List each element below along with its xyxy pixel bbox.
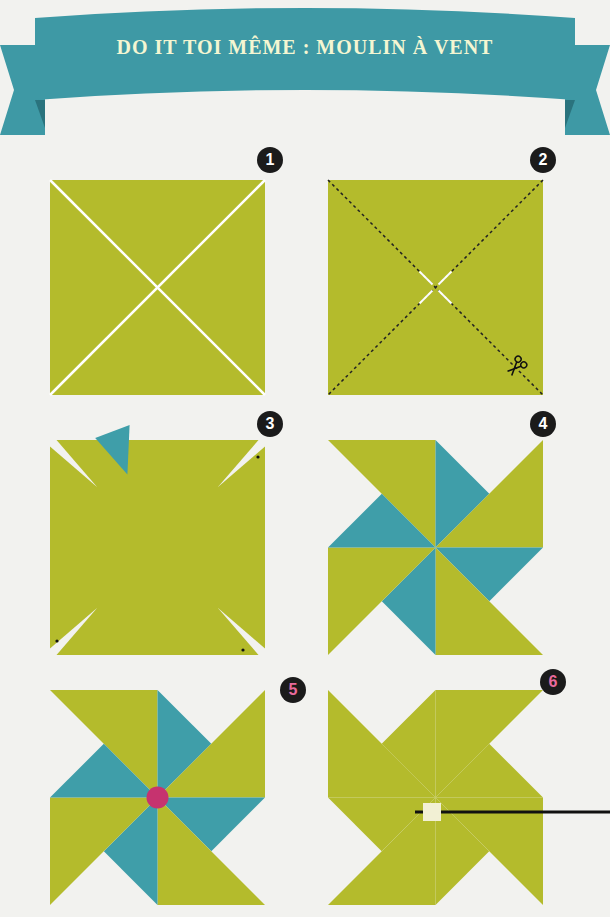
callout-badge: 2 <box>530 147 556 173</box>
callout-badge: 1 <box>257 147 283 173</box>
step-partial-cut <box>47 425 269 659</box>
stick-pin <box>423 803 441 821</box>
scissors-blade <box>508 362 521 375</box>
step-cut <box>328 180 543 395</box>
scissors-blade <box>508 362 521 375</box>
callout-badge: 3 <box>257 411 283 437</box>
callout-number: 1 <box>266 152 275 168</box>
callout-badge: 4 <box>530 411 556 437</box>
scissors-loop <box>514 355 522 363</box>
banner-band <box>35 8 575 100</box>
center-mark <box>420 272 433 285</box>
pinwheel-blade <box>328 690 436 798</box>
cut-slit <box>47 437 98 488</box>
callout-number: 5 <box>289 682 298 698</box>
scissors-loop <box>520 361 528 369</box>
pin-dot <box>256 455 259 458</box>
pinwheel-flap <box>328 494 436 548</box>
pinwheel-blade <box>436 798 544 906</box>
banner-fold <box>35 100 45 128</box>
cut-slit <box>218 608 269 659</box>
pinwheel-blade <box>328 440 436 548</box>
step-back-stick <box>328 690 610 905</box>
pinwheel-blade <box>50 798 158 906</box>
title-text: DO IT TOI MÊME : MOULIN À VENT <box>35 36 575 59</box>
callout-badge: 6 <box>540 669 566 695</box>
pinwheel-blade <box>436 440 544 548</box>
pinwheel-blade <box>50 690 158 798</box>
pinwheel-blade <box>158 690 266 798</box>
paper-square <box>328 180 543 395</box>
pinwheel-blade <box>436 690 544 798</box>
step-fold <box>50 180 265 395</box>
pinwheel-blade <box>328 548 436 656</box>
pinwheel-flap <box>50 744 158 798</box>
pinwheel-blade <box>328 798 436 906</box>
callout-number: 6 <box>549 674 558 690</box>
pin-dot <box>55 639 58 642</box>
center-pin <box>147 787 169 809</box>
fold-line <box>50 180 265 395</box>
folded-corner <box>95 425 129 475</box>
callout-number: 4 <box>539 416 548 432</box>
cut-line <box>328 180 543 395</box>
step-fold-corners <box>328 440 543 655</box>
cut-slit <box>218 437 269 488</box>
callout-badge: 5 <box>280 677 306 703</box>
center-mark <box>439 272 452 285</box>
pinwheel-blade <box>158 798 266 906</box>
center-mark <box>439 291 452 304</box>
step-pin-center <box>50 690 265 905</box>
pinwheel-blade <box>436 548 544 656</box>
pinwheel-flap <box>436 744 544 798</box>
pin-dot <box>241 648 244 651</box>
cut-slit <box>47 608 98 659</box>
paper-square <box>50 180 265 395</box>
title-banner <box>0 8 610 135</box>
callout-number: 3 <box>266 416 275 432</box>
center-mark <box>420 291 433 304</box>
stick <box>415 811 610 814</box>
cut-line <box>328 180 543 395</box>
scissors-symbol <box>505 355 528 378</box>
banner-fold <box>565 100 575 128</box>
fold-line <box>50 180 265 395</box>
callout-number: 2 <box>539 152 548 168</box>
